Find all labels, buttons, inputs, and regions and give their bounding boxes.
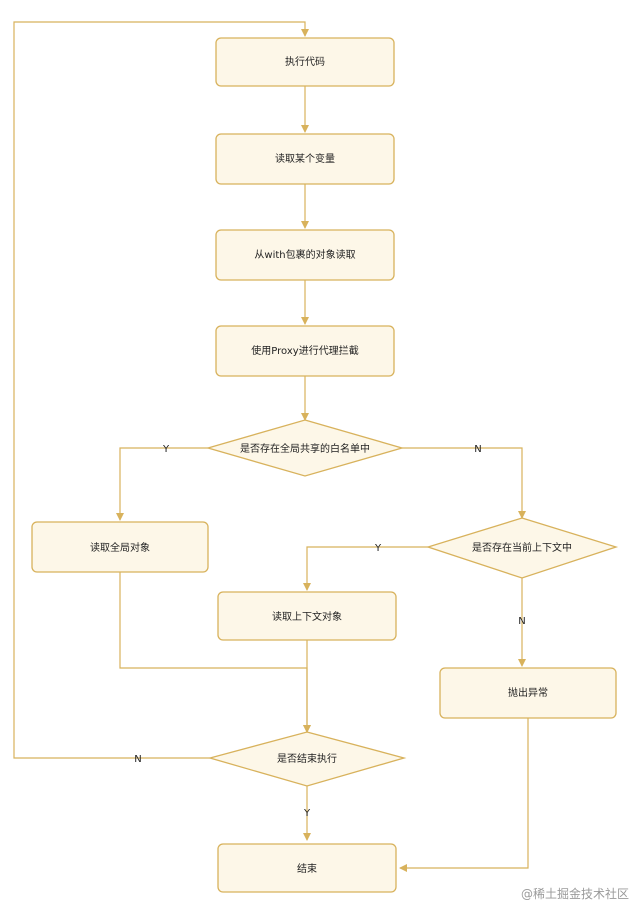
label-whitelist-no: N <box>474 444 481 455</box>
edge-context-yes <box>303 546 428 591</box>
node-proxy-intercept: 使用Proxy进行代理拦截 <box>215 325 395 377</box>
watermark: @稀土掘金技术社区 <box>520 887 629 901</box>
node-execution-finished-text: 是否结束执行 <box>277 752 337 765</box>
node-read-global-object-text: 读取全局对象 <box>90 541 150 554</box>
node-read-with-object-text: 从with包裹的对象读取 <box>254 248 355 261</box>
node-read-variable: 读取某个变量 <box>215 133 395 185</box>
node-end: 结束 <box>217 843 397 893</box>
node-exec-code: 执行代码 <box>215 37 395 87</box>
edges <box>13 21 529 872</box>
node-exec-code-text: 执行代码 <box>285 55 325 68</box>
edge-exception-to-end <box>399 718 529 872</box>
edge-whitelist-yes <box>116 447 208 521</box>
label-whitelist-yes: Y <box>162 444 170 455</box>
label-context-yes: Y <box>374 543 382 554</box>
node-end-text: 结束 <box>297 862 317 875</box>
node-in-global-whitelist-text: 是否存在全局共享的白名单中 <box>240 442 370 455</box>
node-read-variable-text: 读取某个变量 <box>275 152 335 165</box>
node-read-global-object: 读取全局对象 <box>31 521 209 573</box>
edge-labels: Y N Y N N Y <box>134 444 525 819</box>
node-throw-exception-text: 抛出异常 <box>508 686 548 699</box>
node-read-with-object: 从with包裹的对象读取 <box>215 229 395 281</box>
node-read-context-object: 读取上下文对象 <box>217 591 397 641</box>
node-in-current-context: 是否存在当前上下文中 <box>425 517 619 579</box>
node-read-context-object-text: 读取上下文对象 <box>272 610 342 623</box>
node-in-global-whitelist: 是否存在全局共享的白名单中 <box>205 419 405 477</box>
node-in-current-context-text: 是否存在当前上下文中 <box>472 541 572 554</box>
node-throw-exception: 抛出异常 <box>439 667 617 719</box>
label-context-no: N <box>518 616 525 627</box>
edge-whitelist-no <box>402 447 526 519</box>
nodes: 执行代码 读取某个变量 从with包裹的对象读取 使用Proxy进行代理拦截 是… <box>31 37 619 893</box>
label-finished-yes: Y <box>303 808 311 819</box>
edge-finished-no-loop <box>13 21 309 759</box>
label-finished-no: N <box>134 754 141 765</box>
node-proxy-intercept-text: 使用Proxy进行代理拦截 <box>251 344 358 357</box>
node-execution-finished: 是否结束执行 <box>207 731 407 787</box>
